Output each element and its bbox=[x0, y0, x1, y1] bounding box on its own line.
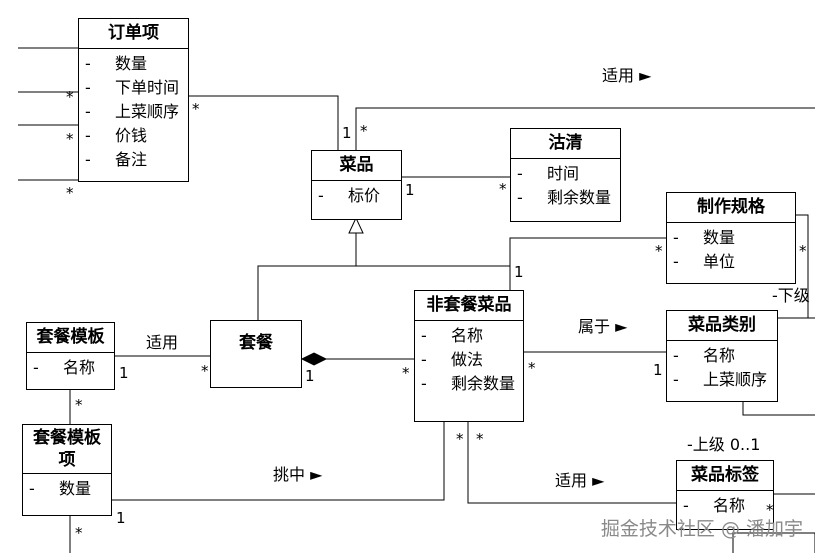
attr-row: -下单时间 bbox=[85, 78, 180, 98]
multiplicity: * bbox=[766, 501, 774, 519]
multiplicity: * bbox=[201, 362, 209, 380]
multiplicity: * bbox=[66, 184, 74, 202]
multiplicity: * bbox=[192, 100, 200, 118]
multiplicity: * bbox=[360, 122, 368, 140]
attr-row: -上菜顺序 bbox=[673, 370, 768, 390]
attr-row: -做法 bbox=[421, 350, 484, 370]
attr-row: -数量 bbox=[85, 54, 148, 74]
class-tag: 菜品标签 -名称 bbox=[676, 460, 774, 530]
attr-row: -备注 bbox=[85, 150, 148, 170]
attr-row: -价钱 bbox=[85, 126, 148, 146]
class-title: 菜品 bbox=[312, 151, 401, 182]
multiplicity: 1 bbox=[514, 263, 524, 281]
assoc-line bbox=[188, 95, 339, 150]
attr-list: -数量 -下单时间 -上菜顺序 -价钱 -备注 bbox=[79, 49, 188, 174]
attr-row: -名称 bbox=[683, 496, 746, 516]
attr-list: -数量 -单位 bbox=[667, 223, 795, 276]
class-title: 订单项 bbox=[79, 19, 188, 50]
multiplicity: 1 bbox=[119, 364, 129, 382]
attr-row: -标价 bbox=[318, 186, 381, 206]
multiplicity: 1 bbox=[405, 181, 415, 199]
multiplicity: * bbox=[528, 359, 536, 377]
assoc-line bbox=[355, 107, 815, 150]
class-title: 沽清 bbox=[511, 129, 620, 160]
attr-row: -剩余数量 bbox=[421, 374, 516, 394]
multiplicity: * bbox=[66, 130, 74, 148]
class-title: 套餐模板 bbox=[27, 323, 114, 354]
assoc-label-applies: 适用 ► bbox=[555, 471, 605, 490]
multiplicity: * bbox=[75, 524, 83, 542]
class-title: 制作规格 bbox=[667, 193, 795, 224]
attr-row: -数量 bbox=[29, 479, 92, 499]
multiplicity: * bbox=[799, 242, 807, 260]
class-title: 套餐模板项 bbox=[23, 425, 111, 475]
class-dish: 菜品 -标价 bbox=[311, 150, 402, 220]
assoc-label-selected: 挑中 ► bbox=[273, 465, 323, 484]
assoc-label-applies: 适用 bbox=[146, 333, 179, 352]
multiplicity: * bbox=[66, 88, 74, 106]
multiplicity: * bbox=[476, 430, 484, 448]
multiplicity: * bbox=[499, 180, 507, 198]
watermark: 掘金技术社区 @ 潘加宇 bbox=[600, 518, 803, 540]
attr-row: -时间 bbox=[517, 164, 580, 184]
assoc-line bbox=[112, 422, 445, 501]
class-set-meal: 套餐 bbox=[210, 320, 302, 388]
class-title: 菜品类别 bbox=[667, 311, 777, 342]
assoc-line bbox=[742, 402, 815, 416]
class-set-template-item: 套餐模板项 -数量 bbox=[22, 424, 112, 516]
attr-row: -名称 bbox=[673, 346, 736, 366]
attr-list: -名称 bbox=[27, 353, 114, 382]
assoc-label-applies: 适用 ► bbox=[602, 66, 652, 85]
assoc-line bbox=[778, 214, 809, 319]
attr-row: -单位 bbox=[673, 252, 736, 272]
class-order-item: 订单项 -数量 -下单时间 -上菜顺序 -价钱 -备注 bbox=[78, 18, 189, 182]
attr-row: -数量 bbox=[673, 228, 736, 248]
class-spec: 制作规格 -数量 -单位 bbox=[666, 192, 796, 284]
multiplicity: * bbox=[75, 396, 83, 414]
class-title: 套餐 bbox=[239, 333, 273, 353]
multiplicity: 1 bbox=[653, 361, 663, 379]
assoc-line bbox=[467, 422, 676, 504]
attr-list: -时间 -剩余数量 bbox=[511, 159, 620, 212]
attr-list: -名称 -上菜顺序 bbox=[667, 341, 777, 394]
attr-row: -上菜顺序 bbox=[85, 102, 180, 122]
attr-list: -标价 bbox=[312, 181, 401, 210]
attr-list: -数量 bbox=[23, 474, 111, 503]
multiplicity: * bbox=[655, 242, 663, 260]
class-non-set-dish: 非套餐菜品 -名称 -做法 -剩余数量 bbox=[414, 290, 524, 422]
multiplicity: * bbox=[402, 364, 410, 382]
attr-row: -名称 bbox=[33, 358, 96, 378]
multiplicity: 1 bbox=[305, 367, 315, 385]
class-title: 菜品标签 bbox=[677, 461, 773, 492]
composition-diamond bbox=[300, 352, 328, 366]
generalization-arrow bbox=[348, 216, 364, 234]
role-label-sub: -下级 bbox=[772, 286, 810, 305]
assoc-line bbox=[509, 237, 666, 290]
class-title: 非套餐菜品 bbox=[415, 291, 523, 322]
attr-list: -名称 -做法 -剩余数量 bbox=[415, 321, 523, 398]
multiplicity: 1 bbox=[116, 509, 126, 527]
class-category: 菜品类别 -名称 -上菜顺序 bbox=[666, 310, 778, 402]
assoc-label-belongs: 属于 ► bbox=[578, 317, 628, 336]
attr-row: -名称 bbox=[421, 326, 484, 346]
multiplicity: * bbox=[456, 430, 464, 448]
attr-list: -名称 bbox=[677, 491, 773, 520]
cutoff-class-box bbox=[732, 532, 815, 553]
class-sold-out: 沽清 -时间 -剩余数量 bbox=[510, 128, 621, 222]
class-set-template: 套餐模板 -名称 bbox=[26, 322, 115, 390]
attr-row: -剩余数量 bbox=[517, 188, 612, 208]
multiplicity: 1 bbox=[342, 124, 352, 142]
role-label-parent: -上级 0..1 bbox=[687, 435, 761, 454]
